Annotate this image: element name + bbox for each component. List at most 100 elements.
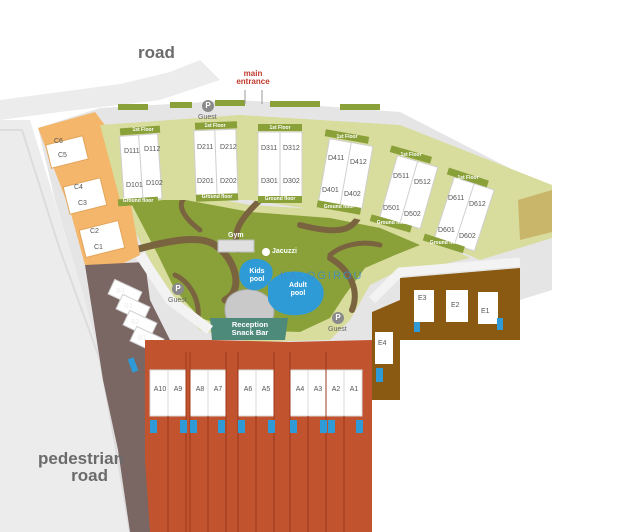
block-a-plot-lines <box>167 352 345 532</box>
unit-d212: D212 <box>220 144 237 151</box>
main-entrance-line1: main <box>243 69 263 78</box>
pedestrian-road-label: pedestrian road <box>38 449 124 484</box>
adult-pool-line2: pool <box>290 290 306 297</box>
garden-path <box>131 236 240 304</box>
guest-parking-label: Guest <box>198 114 217 121</box>
parking-icon: P <box>332 312 344 324</box>
unit-d202: D202 <box>220 178 237 185</box>
unit-d301: D301 <box>261 178 278 185</box>
unit-d312: D312 <box>283 145 300 152</box>
unit-a4: A4 <box>295 386 305 393</box>
road-label: road <box>138 43 175 62</box>
unit-c4: C4 <box>74 184 83 191</box>
block-e-units <box>375 290 503 382</box>
block-c-units <box>45 135 126 259</box>
unit-a2: A2 <box>331 386 341 393</box>
reception-line2: Snack Bar <box>231 328 269 337</box>
unit-d611: D611 <box>448 195 465 202</box>
garden-path <box>172 272 201 321</box>
unit-c3: C3 <box>78 200 87 207</box>
unit-d512: D512 <box>414 179 431 186</box>
road-surface <box>0 60 220 120</box>
ground-floor-label: Ground floor <box>323 204 355 210</box>
gym-building <box>217 239 255 253</box>
kalogirou-watermark: KALOGIROU <box>280 270 364 282</box>
unit-d612: D612 <box>469 201 486 208</box>
kids-pool-label: Kids pool <box>244 268 270 284</box>
main-entrance-line2: entrance <box>236 77 270 86</box>
jacuzzi <box>262 248 270 256</box>
first-floor-label: 1st Floor <box>400 152 422 158</box>
garden-path <box>327 255 358 313</box>
unit-d201: D201 <box>197 178 214 185</box>
unit-d502: D502 <box>404 211 421 218</box>
first-floor-label: 1st Floor <box>132 127 154 133</box>
reception-label: Reception Snack Bar <box>214 321 286 337</box>
kids-pool-line1: Kids <box>249 268 265 275</box>
unit-d112: D112 <box>144 146 161 153</box>
parking-icon: P <box>172 283 184 295</box>
unit-d601: D601 <box>438 227 455 234</box>
block-a-pools <box>150 420 363 433</box>
adult-pool <box>268 271 324 316</box>
unit-a3: A3 <box>313 386 323 393</box>
unit-d511: D511 <box>393 173 410 180</box>
unit-e4: E4 <box>378 340 387 347</box>
ground-floor-label: Ground floor <box>429 240 461 246</box>
guest-parking-label: Guest <box>328 326 347 333</box>
unit-d411: D411 <box>328 155 345 162</box>
unit-d501: D501 <box>383 205 400 212</box>
east-green <box>518 190 552 240</box>
parking-icon: P <box>202 100 214 112</box>
unit-d211: D211 <box>197 144 214 151</box>
unit-d101: D101 <box>126 182 143 189</box>
parking-strip <box>170 102 192 108</box>
ground-floor-label: Ground floor <box>122 198 154 204</box>
road-edge <box>0 129 131 532</box>
unit-b3: B3 <box>124 303 133 310</box>
pedestrian-road-surface <box>0 120 140 532</box>
unit-b1: B1 <box>138 335 147 342</box>
unit-a8: A8 <box>195 386 205 393</box>
unit-a1: A1 <box>349 386 359 393</box>
unit-d111: D111 <box>124 148 140 155</box>
unit-c1: C1 <box>94 244 103 251</box>
unit-a9: A9 <box>173 386 183 393</box>
parking-strip <box>215 100 245 106</box>
first-floor-label: 1st Floor <box>457 175 479 181</box>
first-floor-label: 1st Floor <box>269 125 291 131</box>
block-a <box>145 340 372 532</box>
unit-d602: D602 <box>459 233 476 240</box>
gym-label: Gym <box>228 232 244 239</box>
jacuzzi-label: Jacuzzi <box>272 248 297 255</box>
unit-e3: E3 <box>418 295 427 302</box>
first-floor-label: 1st Floor <box>336 134 358 140</box>
unit-a6: A6 <box>243 386 253 393</box>
adult-pool-line1: Adult <box>289 282 307 289</box>
unit-c2: C2 <box>90 228 99 235</box>
garden-area <box>132 198 420 332</box>
unit-d402: D402 <box>344 191 361 198</box>
unit-d311: D311 <box>261 145 278 152</box>
unit-d102: D102 <box>146 180 163 187</box>
unit-e1: E1 <box>481 308 490 315</box>
reception-building <box>210 318 288 340</box>
unit-a7: A7 <box>213 386 223 393</box>
unit-d401: D401 <box>322 187 339 194</box>
block-d-units <box>119 128 495 252</box>
unit-c6: C6 <box>54 138 63 145</box>
ground-floor-label: Ground floor <box>201 194 233 200</box>
internal-road <box>368 257 521 304</box>
adult-pool-label: Adult pool <box>283 282 313 298</box>
unit-e2: E2 <box>451 302 460 309</box>
block-a-units <box>149 369 363 417</box>
unit-a5: A5 <box>261 386 271 393</box>
kids-pool-line2: pool <box>249 276 265 283</box>
parking-strip <box>118 104 148 110</box>
internal-road <box>135 252 213 334</box>
pedestrian-road-line1: pedestrian <box>38 449 124 468</box>
unit-c5: C5 <box>58 152 67 159</box>
reception-line1: Reception <box>231 320 269 329</box>
ground-floor-label: Ground floor <box>376 220 408 226</box>
